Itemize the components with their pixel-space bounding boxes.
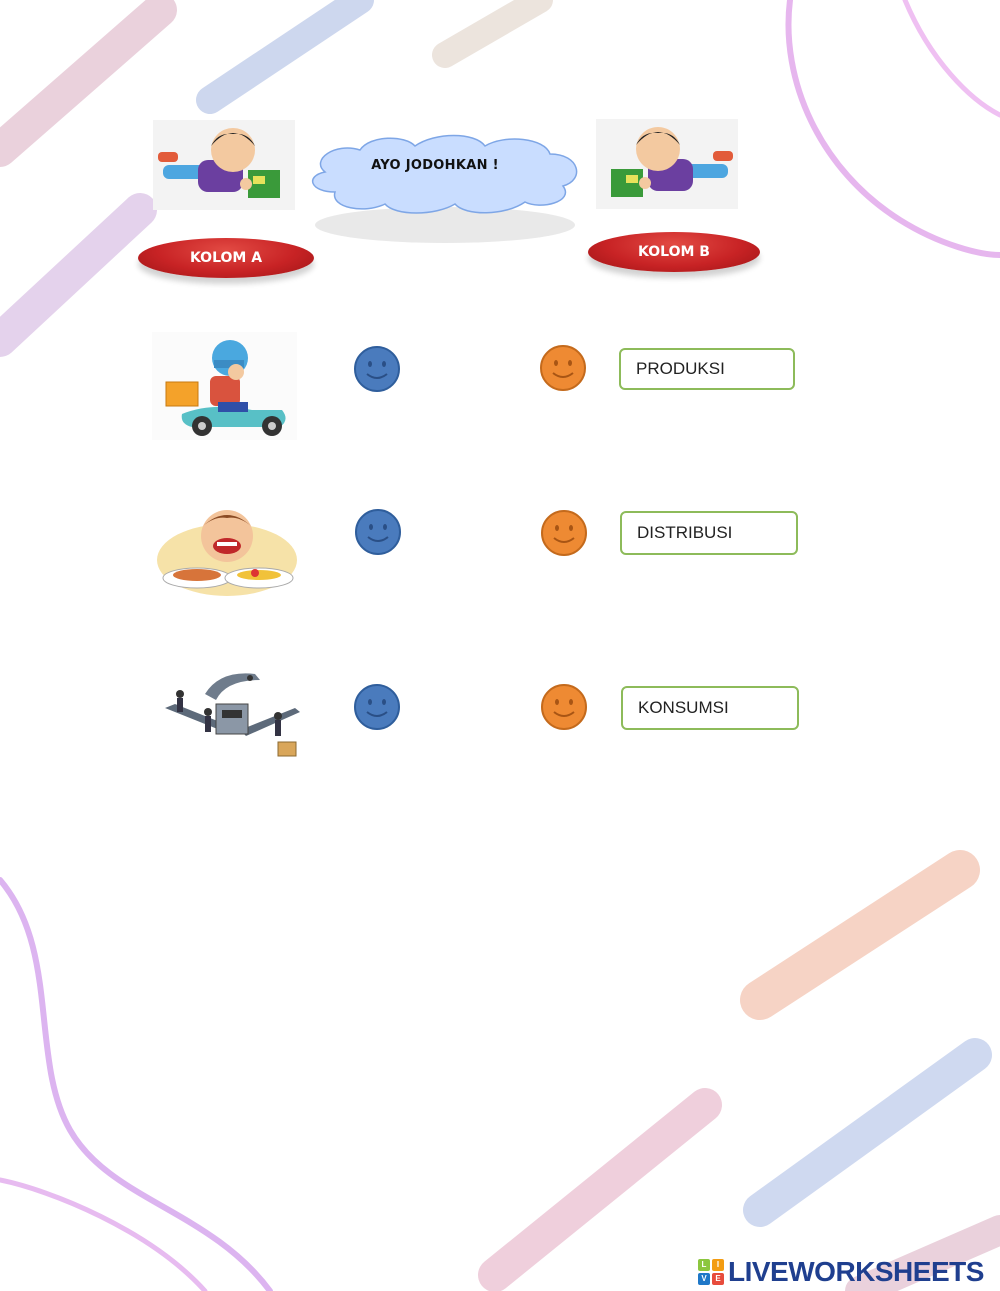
smiley-blue-icon	[354, 684, 400, 730]
logo-text: LIVEWORKSHEETS	[728, 1256, 984, 1287]
smiley-orange-icon	[540, 345, 586, 391]
left-dot-3[interactable]	[354, 684, 400, 730]
column-b-label: KOLOM B	[588, 232, 760, 272]
reading-boy-right-image	[596, 119, 738, 209]
smiley-orange-icon	[541, 510, 587, 556]
right-dot-3[interactable]	[541, 684, 587, 730]
right-dot-2[interactable]	[541, 510, 587, 556]
factory-conveyor-image	[160, 660, 305, 768]
page-title: AYO JODOHKAN !	[371, 158, 499, 173]
reading-boy-icon	[158, 128, 280, 198]
left-dot-1[interactable]	[354, 346, 400, 392]
smiley-blue-icon	[355, 509, 401, 555]
smiley-blue-icon	[354, 346, 400, 392]
eating-boy-image	[155, 500, 300, 608]
delivery-scooter-image	[152, 332, 297, 440]
answer-box-2[interactable]: DISTRIBUSI	[620, 511, 798, 555]
left-dot-2[interactable]	[355, 509, 401, 555]
column-a-label: KOLOM A	[138, 238, 314, 278]
answer-box-1[interactable]: PRODUKSI	[619, 348, 795, 390]
right-dot-1[interactable]	[540, 345, 586, 391]
reading-boy-icon	[611, 127, 733, 197]
title-cloud	[312, 134, 578, 243]
smiley-orange-icon	[541, 684, 587, 730]
answer-box-3[interactable]: KONSUMSI	[621, 686, 799, 730]
reading-boy-left-image	[153, 120, 295, 210]
